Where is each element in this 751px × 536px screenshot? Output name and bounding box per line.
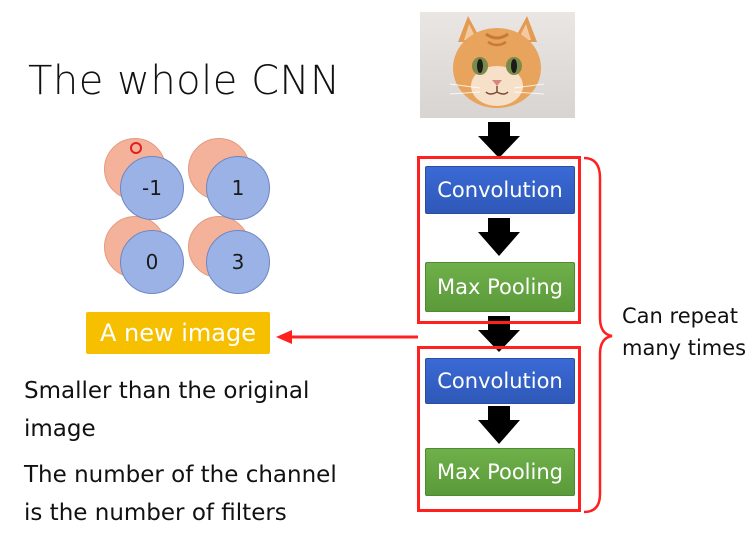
feature-value: 0 — [145, 250, 159, 274]
bullet-channels-line2: is the number of filters — [24, 500, 287, 526]
cursor-marker-icon — [130, 142, 142, 154]
conv-pool-group-1 — [417, 156, 581, 324]
left-arrow-icon — [276, 330, 418, 344]
feature-value-circle: 1 — [206, 156, 270, 220]
down-arrow-icon — [478, 122, 520, 158]
repeat-note-line2: many times — [622, 336, 747, 360]
bullet-smaller-line2: image — [24, 416, 96, 442]
down-arrow-icon — [478, 316, 520, 352]
conv-pool-group-2 — [417, 346, 581, 512]
repeat-brace-icon — [583, 156, 613, 514]
feature-value-circle: 0 — [120, 230, 184, 294]
feature-value: 3 — [231, 250, 245, 274]
convolution-block-2: Convolution — [425, 358, 575, 404]
repeat-note: Can repeat many times — [622, 300, 746, 364]
down-arrow-icon — [478, 406, 520, 444]
new-image-label: A new image — [86, 312, 270, 354]
max-pooling-block-1: Max Pooling — [425, 262, 575, 312]
feature-value: 1 — [231, 176, 245, 200]
down-arrow-icon — [478, 218, 520, 256]
feature-value: -1 — [142, 176, 162, 200]
bullet-smaller-line1: Smaller than the original — [24, 378, 310, 404]
cat-photo — [420, 12, 575, 118]
feature-value-circle: 3 — [206, 230, 270, 294]
feature-value-circle: -1 — [120, 156, 184, 220]
convolution-label: Convolution — [437, 369, 563, 393]
repeat-note-line1: Can repeat — [622, 304, 738, 328]
convolution-block-1: Convolution — [425, 166, 575, 214]
max-pooling-block-2: Max Pooling — [425, 448, 575, 496]
convolution-label: Convolution — [437, 178, 563, 202]
slide-title: The whole CNN — [28, 58, 341, 104]
cat-illustration — [449, 16, 545, 108]
feature-map: -1 1 0 3 — [100, 136, 270, 296]
max-pooling-label: Max Pooling — [436, 275, 563, 299]
max-pooling-label: Max Pooling — [436, 460, 563, 484]
bullet-channels-line1: The number of the channel — [24, 462, 337, 488]
